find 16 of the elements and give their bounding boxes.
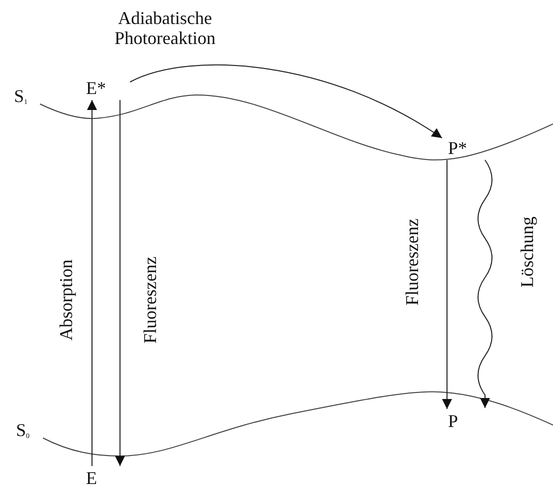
arrow (115, 100, 125, 466)
wavy-arrow (478, 160, 492, 408)
edge-label: Fluoreszenz (402, 218, 422, 306)
state-label: P* (442, 136, 496, 160)
state-symbol: S$_{0}$ (16, 420, 30, 442)
edge-label: Adiabatische Photoreaktion (114, 8, 216, 48)
arrow (87, 100, 97, 466)
edge-label: Löschung (517, 216, 537, 288)
state-symbol: S$_{1}$ (14, 86, 28, 108)
edge-label: Absorption (56, 260, 76, 340)
state-label: E (80, 466, 130, 486)
edge-label: Fluoreszenz (140, 256, 160, 344)
state-label: P (442, 409, 496, 433)
state-label: E* (80, 76, 130, 100)
arrow (442, 160, 452, 410)
arrow (130, 64, 442, 138)
